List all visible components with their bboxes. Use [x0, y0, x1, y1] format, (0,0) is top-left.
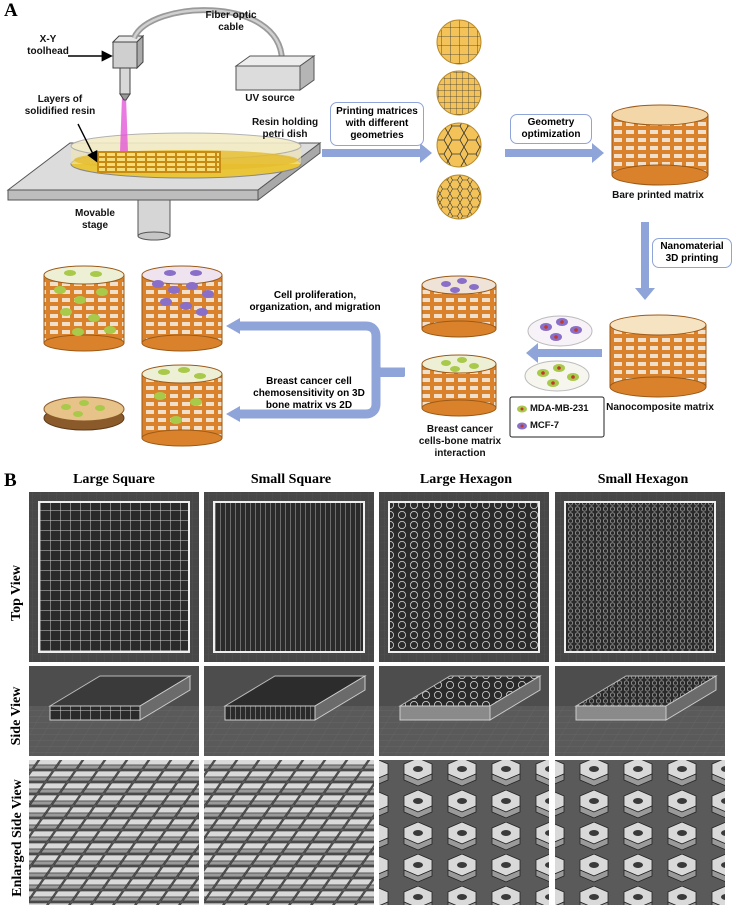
- flow-arrows: [226, 143, 655, 422]
- enlarged-view-small-hexagon: [555, 760, 725, 905]
- interaction-matrix-mda: [421, 354, 497, 417]
- col-header-small-hexagon: Small Hexagon: [597, 472, 689, 487]
- panel-a-letter: A: [4, 0, 18, 21]
- side-view-large-square: [29, 666, 199, 756]
- mda-legend-label: MDA-MB-231: [530, 403, 589, 414]
- geometry-discs: [436, 19, 482, 220]
- col-header-large-hexagon: Large Hexagon: [419, 472, 513, 487]
- nano-printing-box: Nanomaterial 3D printing: [652, 238, 732, 268]
- cell-dish-mcf7: [527, 315, 593, 347]
- col-header-small-square: Small Square: [250, 472, 332, 487]
- uv-source-icon: [234, 55, 316, 91]
- side-view-large-hexagon: [379, 666, 549, 756]
- layers-label: Layers of solidified resin: [24, 94, 96, 117]
- petri-label: Resin holding petri dish: [251, 117, 319, 140]
- side-view-small-square: [204, 666, 374, 756]
- proliferation-text: Cell proliferation, organization, and mi…: [249, 290, 381, 313]
- top-view-small-hexagon: [555, 492, 725, 662]
- top-view-large-hexagon: [379, 492, 549, 662]
- chemo-2d-dish: [43, 396, 125, 431]
- panel-a-graphics: [6, 7, 709, 447]
- interaction-label: Breast cancer cells-bone matrix interact…: [418, 424, 502, 459]
- bare-printed-matrix: [611, 104, 709, 186]
- legend-box: [509, 396, 605, 438]
- bare-matrix-label: Bare printed matrix: [612, 190, 704, 201]
- enlarged-view-large-hexagon: [379, 760, 549, 905]
- uv-source-label: UV source: [245, 93, 295, 104]
- enlarged-view-small-square: [204, 760, 374, 905]
- proliferation-matrix-mda: [43, 265, 125, 352]
- nanocomposite-matrix: [609, 314, 707, 398]
- resin-lattice: [97, 151, 221, 173]
- interaction-matrix-mcf7: [421, 275, 497, 338]
- fiber-label: Fiber optic cable: [205, 10, 257, 33]
- side-view-small-hexagon: [555, 666, 725, 756]
- panel-b: B Large Square Small Square Large Hexago…: [0, 470, 736, 909]
- chemo-3d-matrix: [141, 364, 223, 447]
- toolhead-icon: [111, 34, 145, 101]
- proliferation-matrix-mcf7: [141, 265, 223, 352]
- mcf-legend-label: MCF-7: [530, 420, 560, 431]
- stage-label: Movable stage: [74, 208, 115, 231]
- printing-box: Printing matrices with different geometr…: [330, 102, 424, 146]
- geometry-box: Geometry optimization: [510, 114, 592, 144]
- panel-b-renders: [29, 492, 725, 905]
- enlarged-view-large-square: [29, 760, 199, 905]
- uv-laser-beam: [120, 96, 128, 152]
- nanocomposite-label: Nanocomposite matrix: [606, 402, 714, 413]
- top-view-small-square: [204, 492, 374, 662]
- panel-a: A: [4, 0, 732, 459]
- chemo-text: Breast cancer cell chemosensitivity on 3…: [253, 376, 365, 411]
- panel-b-letter: B: [4, 470, 17, 491]
- col-header-large-square: Large Square: [73, 472, 155, 487]
- toolhead-label: X-Y toolhead: [27, 34, 69, 57]
- cell-dish-mda: [524, 360, 590, 392]
- top-view-large-square: [29, 492, 199, 662]
